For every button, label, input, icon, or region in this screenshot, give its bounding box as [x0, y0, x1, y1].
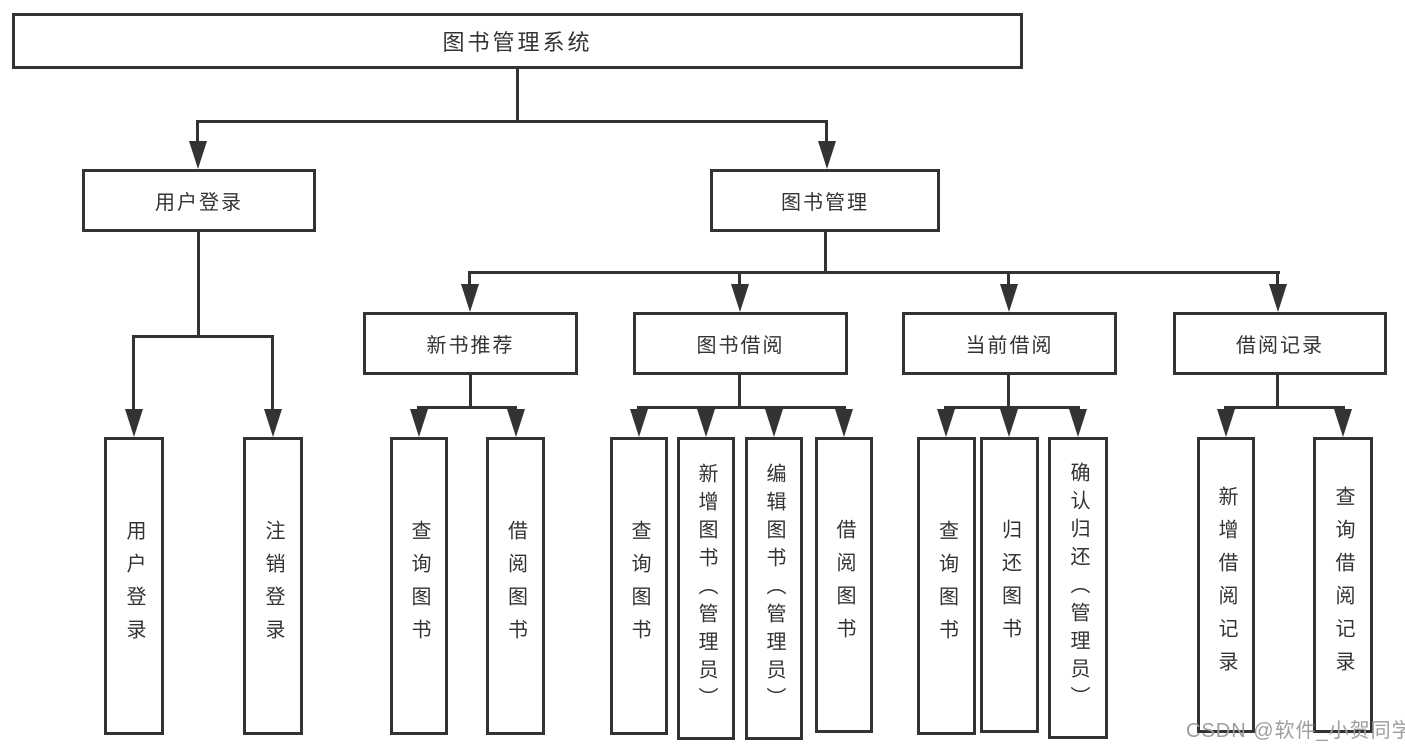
node-borrowing-records: 借阅记录: [1173, 312, 1387, 375]
connector-line: [196, 120, 199, 144]
connector-line: [1276, 375, 1279, 406]
connector-line: [824, 232, 827, 271]
arrowhead-icon: [1000, 284, 1018, 312]
leaf-user-login: 用户登录: [104, 437, 164, 735]
leaf-label: 确认归还（管理员）: [1067, 462, 1089, 714]
leaf-label: 查询图书: [408, 520, 430, 652]
leaf-query-books-borrowing: 查询图书: [610, 437, 668, 735]
leaf-query-books-current: 查询图书: [917, 437, 976, 735]
connector-line: [1007, 271, 1010, 286]
watermark: CSDN @软件_小贺同学: [1186, 720, 1405, 742]
arrowhead-icon: [731, 284, 749, 312]
leaf-query-borrow-record: 查询借阅记录: [1313, 437, 1373, 733]
node-label: 图书管理系统: [442, 30, 593, 55]
leaf-logout: 注销登录: [243, 437, 303, 735]
connector-line: [469, 375, 472, 406]
arrowhead-icon: [630, 409, 648, 437]
arrowhead-icon: [818, 141, 836, 169]
connector-line: [738, 271, 741, 286]
leaf-edit-books-admin: 编辑图书（管理员）: [745, 437, 803, 740]
connector-line: [516, 69, 519, 120]
arrowhead-icon: [835, 409, 853, 437]
connector-line: [637, 406, 846, 409]
leaf-label: 新增借阅记录: [1215, 486, 1237, 684]
leaf-confirm-return-admin: 确认归还（管理员）: [1048, 437, 1108, 739]
arrowhead-icon: [1217, 409, 1235, 437]
leaf-label: 查询借阅记录: [1332, 486, 1354, 684]
node-label: 当前借阅: [965, 335, 1054, 357]
leaf-label: 查询图书: [935, 520, 958, 652]
connector-line: [196, 120, 828, 123]
connector-line: [825, 120, 828, 144]
node-book-borrowing: 图书借阅: [633, 312, 848, 375]
leaf-add-books-admin: 新增图书（管理员）: [677, 437, 735, 740]
connector-line: [132, 335, 274, 338]
leaf-label: 注销登录: [262, 520, 284, 652]
leaf-borrow-books-recommend: 借阅图书: [486, 437, 545, 735]
arrowhead-icon: [410, 409, 428, 437]
node-label: 用户登录: [155, 192, 243, 214]
arrowhead-icon: [189, 141, 207, 169]
leaf-return-books: 归还图书: [980, 437, 1039, 733]
leaf-label: 用户登录: [123, 520, 145, 652]
connector-line: [468, 271, 471, 286]
leaf-label: 编辑图书（管理员）: [763, 462, 785, 715]
node-user-login: 用户登录: [82, 169, 316, 232]
connector-line: [1224, 406, 1345, 409]
connector-line: [132, 335, 135, 411]
arrowhead-icon: [1334, 409, 1352, 437]
connector-line: [417, 406, 517, 409]
leaf-borrow-books: 借阅图书: [815, 437, 873, 733]
leaf-query-books-recommend: 查询图书: [390, 437, 448, 735]
connector-line: [271, 335, 274, 411]
arrowhead-icon: [937, 409, 955, 437]
arrowhead-icon: [1069, 409, 1087, 437]
arrowhead-icon: [1000, 409, 1018, 437]
node-current-borrowing: 当前借阅: [902, 312, 1117, 375]
connector-line: [197, 232, 200, 335]
arrowhead-icon: [1269, 284, 1287, 312]
arrowhead-icon: [507, 409, 525, 437]
connector-line: [944, 406, 1080, 409]
leaf-add-borrow-record: 新增借阅记录: [1197, 437, 1255, 733]
arrowhead-icon: [264, 409, 282, 437]
connector-line: [1276, 271, 1279, 286]
connector-line: [738, 375, 741, 406]
node-label: 图书管理: [781, 192, 869, 214]
arrowhead-icon: [125, 409, 143, 437]
arrowhead-icon: [765, 409, 783, 437]
leaf-label: 查询图书: [628, 520, 650, 652]
leaf-label: 借阅图书: [504, 520, 527, 652]
arrowhead-icon: [697, 409, 715, 437]
node-book-management: 图书管理: [710, 169, 940, 232]
node-label: 借阅记录: [1236, 335, 1324, 357]
node-label: 图书借阅: [696, 335, 785, 357]
arrowhead-icon: [461, 284, 479, 312]
connector-line: [468, 271, 1280, 274]
leaf-label: 借阅图书: [833, 519, 855, 651]
node-library-management-system: 图书管理系统: [12, 13, 1023, 69]
leaf-label: 归还图书: [998, 519, 1021, 651]
node-new-book-recommendation: 新书推荐: [363, 312, 578, 375]
connector-line: [1007, 375, 1010, 406]
leaf-label: 新增图书（管理员）: [695, 462, 717, 715]
node-label: 新书推荐: [426, 335, 515, 357]
